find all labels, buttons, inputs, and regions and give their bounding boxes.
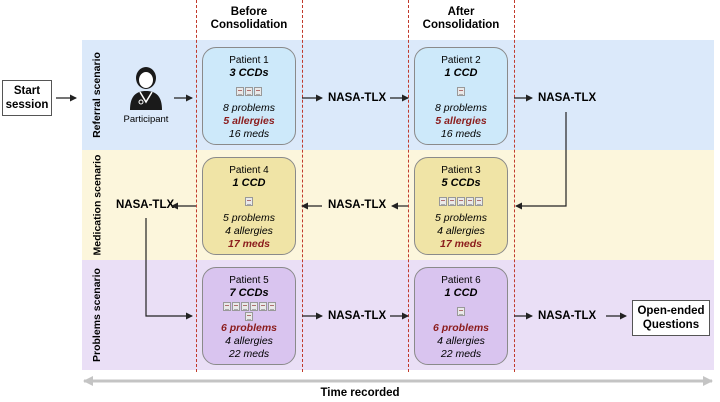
after-consolidation-header: After Consolidation (401, 6, 521, 32)
problems-count: 6 problems (220, 322, 278, 334)
arrow-nasa-to-patient5 (145, 218, 193, 320)
before-header-line2: Consolidation (210, 19, 288, 31)
allergies-count: 5 allergies (223, 115, 275, 127)
ccd-count: 7 CCDs (229, 287, 269, 299)
nasa-tlx-referral-mid: NASA-TLX (328, 92, 387, 104)
ccd-documents (415, 192, 507, 210)
patient-5-card: Patient 5 7 CCDs 6 problems 4 allergies … (202, 267, 296, 365)
ccd-document-icon (254, 86, 262, 96)
before-header-line1: Before (230, 6, 268, 18)
ccd-documents (219, 301, 279, 321)
ccd-count: 3 CCDs (229, 67, 269, 79)
ccd-document-icon (258, 301, 267, 311)
ccd-document-icon (466, 196, 474, 206)
ccd-documents (203, 192, 295, 210)
open-ended-questions-box: Open-ended Questions (632, 300, 710, 336)
patient-2-card: Patient 2 1 CCD 8 problems 5 allergies 1… (414, 47, 508, 145)
nasa-tlx-problems-mid: NASA-TLX (328, 310, 387, 322)
allergies-count: 4 allergies (437, 225, 485, 237)
ccd-count: 5 CCDs (441, 177, 481, 189)
allergies-count: 4 allergies (225, 225, 273, 237)
meds-count: 17 meds (227, 238, 271, 250)
problems-count: 8 problems (435, 102, 487, 114)
problems-count: 5 problems (435, 212, 487, 224)
patient-name: Patient 6 (441, 275, 481, 286)
after-header-line2: Consolidation (422, 19, 500, 31)
patient-1-card: Patient 1 3 CCDs 8 problems 5 allergies … (202, 47, 296, 145)
ccd-count: 1 CCD (232, 177, 266, 189)
problems-count: 5 problems (223, 212, 275, 224)
ccd-documents (415, 302, 507, 320)
ccd-document-icon (236, 86, 244, 96)
ccd-document-icon (457, 196, 465, 206)
meds-count: 22 meds (228, 348, 270, 360)
ccd-count: 1 CCD (444, 287, 478, 299)
allergies-count: 4 allergies (225, 335, 273, 347)
ccd-documents (203, 82, 295, 100)
start-session-box: Start session (2, 80, 52, 116)
problems-count: 6 problems (432, 322, 490, 334)
ccd-document-icon (457, 306, 465, 316)
nasa-tlx-problems-end: NASA-TLX (538, 310, 597, 322)
patient-name: Patient 4 (229, 165, 269, 176)
before-divider-left (196, 0, 197, 372)
medication-band (82, 150, 714, 260)
patient-name: Patient 3 (441, 165, 481, 176)
ccd-document-icon (245, 86, 253, 96)
ccd-document-icon (475, 196, 483, 206)
ccd-document-icon (231, 301, 240, 311)
ccd-document-icon (249, 301, 258, 311)
time-recorded-label: Time recorded (320, 387, 400, 399)
participant-icon (130, 67, 162, 110)
patient-name: Patient 1 (229, 55, 269, 66)
patient-3-card: Patient 3 5 CCDs 5 problems 4 allergies … (414, 157, 508, 255)
ccd-documents (415, 82, 507, 100)
participant-label: Participant (123, 114, 169, 125)
meds-count: 22 meds (440, 348, 482, 360)
participant: Participant (118, 64, 174, 128)
patient-name: Patient 5 (229, 275, 269, 286)
ccd-count: 1 CCD (444, 67, 478, 79)
nasa-tlx-medication-mid: NASA-TLX (328, 199, 387, 211)
open-ended-questions-label: Open-ended Questions (637, 305, 705, 331)
meds-count: 16 meds (228, 128, 270, 140)
start-session-label: Start session (5, 85, 49, 111)
nasa-tlx-referral-end: NASA-TLX (538, 92, 597, 104)
nasa-tlx-medication-end: NASA-TLX (116, 199, 175, 211)
ccd-document-icon (267, 301, 276, 311)
ccd-document-icon (245, 311, 253, 321)
after-header-line1: After (447, 6, 475, 18)
ccd-document-icon (245, 196, 253, 206)
patient-6-card: Patient 6 1 CCD 6 problems 4 allergies 2… (414, 267, 508, 365)
ccd-document-icon (439, 196, 447, 206)
problems-count: 8 problems (223, 102, 275, 114)
ccd-document-icon (240, 301, 249, 311)
patient-name: Patient 2 (441, 55, 481, 66)
ccd-document-icon (457, 86, 465, 96)
before-divider-right (302, 0, 303, 372)
patient-4-card: Patient 4 1 CCD 5 problems 4 allergies 1… (202, 157, 296, 255)
allergies-count: 5 allergies (435, 115, 487, 127)
before-consolidation-header: Before Consolidation (189, 6, 309, 32)
arrow-nasa-to-patient3 (515, 112, 567, 210)
ccd-document-icon (222, 301, 231, 311)
meds-count: 17 meds (439, 238, 483, 250)
ccd-document-icon (448, 196, 456, 206)
after-divider-left (408, 0, 409, 372)
allergies-count: 4 allergies (437, 335, 485, 347)
after-divider-right (514, 0, 515, 372)
meds-count: 16 meds (440, 128, 482, 140)
